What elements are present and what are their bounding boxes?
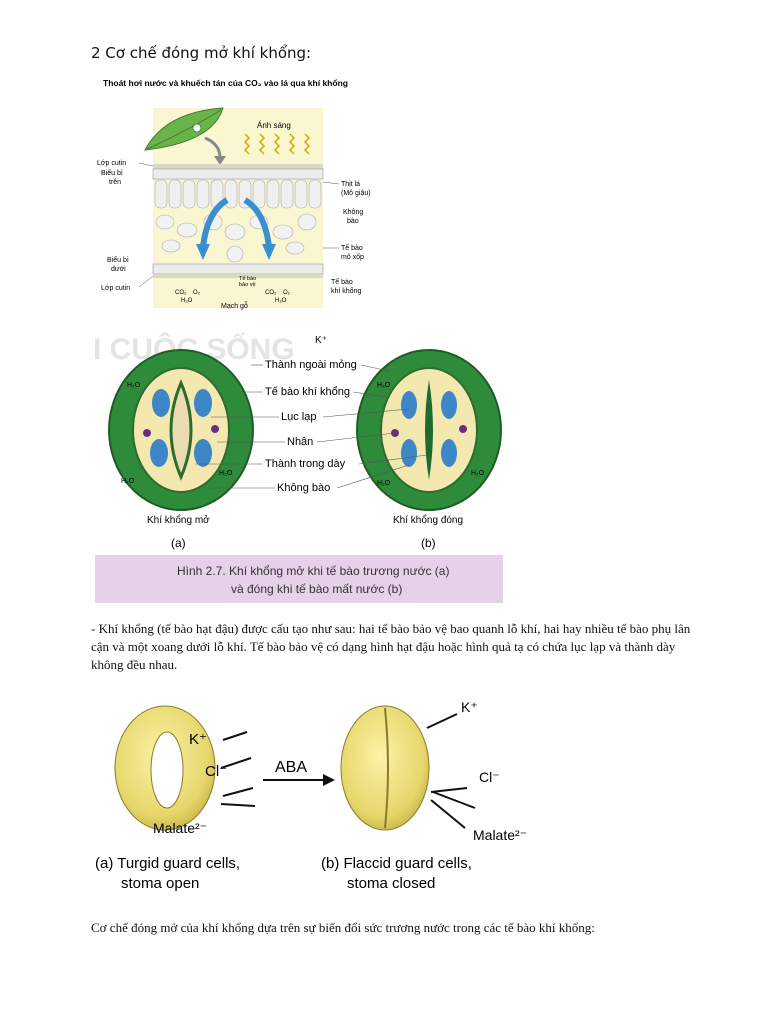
label-te-bao-khi-khong: Tế bào khí khổng <box>265 386 350 398</box>
caption-b-line-1: (b) Flaccid guard cells, <box>321 855 472 872</box>
label-te-bao-khi-khong-2: khí khổng <box>331 287 361 295</box>
caption-b-line-2: stoma closed <box>347 875 435 892</box>
label-te-bao-bao-ve: Tế bào <box>239 276 256 282</box>
arrow-icon <box>204 136 222 159</box>
label-te-bao-khi-khong: Tế bào <box>331 277 353 286</box>
label-co2-left: CO₂ <box>175 290 187 296</box>
label-te-bao-bao-ve-2: bảo vệ <box>239 282 256 288</box>
stoma-open-diagram <box>108 349 254 511</box>
turgid-guard-cells <box>114 705 216 831</box>
label-malate-b: Malate²⁻ <box>473 827 527 843</box>
palisade-cells <box>154 179 322 209</box>
label-h2o-right: H₂O <box>275 298 287 304</box>
water-flow-arrows <box>200 197 272 248</box>
label-luc-lap: Lục lạp <box>281 411 316 423</box>
label-mach-go: Mạch gỗ <box>221 301 248 310</box>
caption-khi-khong-dong: Khí khổng đóng <box>393 514 463 526</box>
caption-line-1: Hình 2.7. Khí khổng mở khi tế bào trương… <box>177 564 449 578</box>
label-malate-a: Malate²⁻ <box>153 820 207 836</box>
caption-line-2: và đóng khi tế bào mất nước (b) <box>231 582 402 596</box>
leaf-icon <box>144 107 224 151</box>
label-h2o-1: H₂O <box>127 382 141 389</box>
caption-bar <box>95 555 503 603</box>
label-k-b: K⁺ <box>461 699 478 715</box>
label-anh-sang: Ánh sáng <box>257 121 291 130</box>
stomata-figure: I CUỘC SỐNG H₂O H₂O H₂O H₂O H₂O H₂O K⁺ T… <box>91 325 509 607</box>
label-h2o-5: H₂O <box>471 470 485 477</box>
letter-b: (b) <box>421 536 436 550</box>
paragraph-structure: - Khí khổng (tế bào hạt đậu) được cấu tạ… <box>91 621 691 672</box>
label-lop-cutin-top: Lớp cutin <box>97 160 126 167</box>
label-o2-right: O₂ <box>283 290 291 296</box>
label-khong-bao: Không bào <box>277 482 330 494</box>
upper-epidermis <box>152 168 324 180</box>
label-k: K⁺ <box>315 335 327 346</box>
caption-khi-khong-mo: Khí khổng mở <box>147 514 210 526</box>
ion-efflux-arrows <box>426 713 476 829</box>
label-o2-left: O₂ <box>193 290 201 296</box>
label-bieu-bi-tren-2: trên <box>109 179 121 186</box>
arrow-down-icon-2 <box>262 244 276 260</box>
leaf-cross-section-figure: Thoát hơi nước và khuếch tán của CO₂ vào… <box>97 78 371 310</box>
caption-a-line-1: (a) Turgid guard cells, <box>95 855 240 872</box>
ion-influx-arrows <box>220 731 256 807</box>
label-bieu-bi-duoi: Biểu bì <box>107 256 129 264</box>
label-te-bao-mo-xop-2: mô xốp <box>341 252 364 261</box>
label-aba: ABA <box>275 759 307 776</box>
caption-a-line-2: stoma open <box>121 875 199 892</box>
paragraph-mechanism: Cơ chế đóng mở của khí khổng dựa trên sự… <box>91 920 595 935</box>
figure1-title: Thoát hơi nước và khuếch tán của CO₂ vào… <box>103 78 348 88</box>
label-thanh-trong-day: Thành trong dày <box>265 458 346 470</box>
label-thanh-ngoai-mong: Thành ngoài mỏng <box>265 359 357 371</box>
label-h2o-3: H₂O <box>121 478 135 485</box>
label-lop-cutin-bottom: Lớp cutin <box>101 285 130 292</box>
label-bieu-bi-tren: Biểu bì <box>101 169 123 177</box>
label-cl-a: Cl⁻ <box>205 763 227 780</box>
flaccid-guard-cells <box>340 705 430 831</box>
label-h2o-2: H₂O <box>219 470 233 477</box>
label-cl-b: Cl⁻ <box>479 769 500 785</box>
label-khong-bao: Không <box>343 209 363 216</box>
label-h2o-6: H₂O <box>377 480 391 487</box>
label-k-a: K⁺ <box>189 731 207 748</box>
label-khong-bao-2: bào <box>347 218 359 225</box>
label-h2o-left: H₂O <box>181 298 193 304</box>
label-nhan: Nhân <box>287 436 313 448</box>
label-thit-la: Thịt lá <box>341 181 360 188</box>
section-heading: 2 Cơ chế đóng mở khí khổng: <box>91 44 312 62</box>
letter-a: (a) <box>171 536 186 550</box>
label-te-bao-mo-xop: Tế bào <box>341 243 363 252</box>
arrow-down-icon <box>196 244 210 260</box>
arrowhead-icon <box>214 156 226 165</box>
guard-cells-figure: K⁺ Cl⁻ Malate²⁻ ABA K⁺ Cl⁻ Malate²⁻ (a) … <box>95 699 527 892</box>
label-bieu-bi-duoi-2: dưới <box>111 266 126 273</box>
label-mo-giau: (Mô giậu) <box>341 190 371 197</box>
aba-arrowhead-icon <box>323 774 335 786</box>
label-co2-right: CO₂ <box>265 290 277 296</box>
label-h2o-4: H₂O <box>377 382 391 389</box>
sunlight-icon <box>243 133 311 155</box>
